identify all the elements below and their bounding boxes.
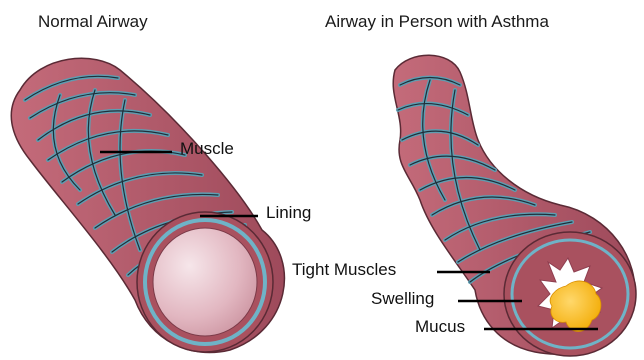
- normal-airway: [11, 58, 284, 352]
- swelling-label: Swelling: [371, 289, 434, 309]
- mucus-label: Mucus: [415, 317, 465, 337]
- tight-muscles-label: Tight Muscles: [292, 260, 396, 280]
- asthma-airway-title: Airway in Person with Asthma: [325, 12, 549, 32]
- normal-airway-lumen: [153, 228, 257, 336]
- asthma-airway: [393, 55, 636, 356]
- muscle-label: Muscle: [180, 139, 234, 159]
- lining-label: Lining: [266, 203, 311, 223]
- normal-airway-title: Normal Airway: [38, 12, 148, 32]
